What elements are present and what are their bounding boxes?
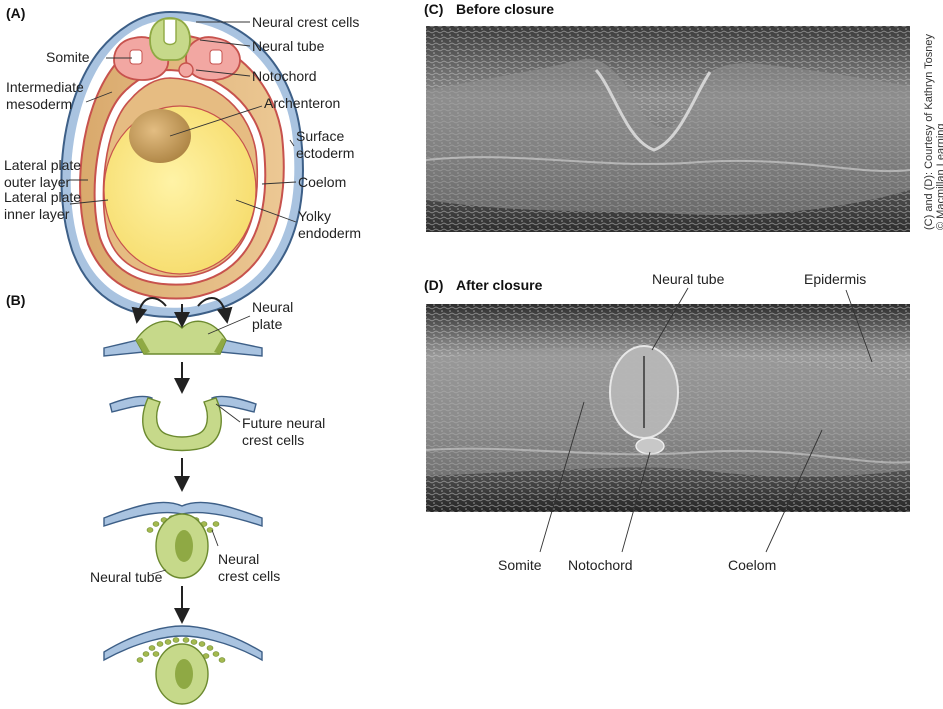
label-d-notochord: Notochord [568,557,633,573]
credit-line-1: (C) and (D): Courtesy of Kathryn Tosney [923,33,935,230]
leader-d-somite [539,401,585,553]
label-a-intermediate-1: Intermediate [6,79,84,95]
panel-a: (A) Neur [4,5,361,318]
panel-a-letter: (A) [6,5,25,21]
leader-a-tube [199,39,251,47]
b4-crest-cells [136,637,226,663]
b4-lumen [175,659,193,689]
panel-c-title: Before closure [456,1,554,17]
leader-d-epidermis [845,289,873,363]
sem-before-tissue [426,58,910,215]
label-a-yolk-1: Yolky [298,208,331,224]
panel-b-letter: (B) [6,292,25,308]
b1-ectoderm-right [219,339,263,357]
label-a-archenteron: Archenteron [264,95,340,111]
label-a-inner-1: Lateral plate [4,189,81,205]
label-a-notochord: Notochord [252,68,317,84]
label-b-tube: Neural tube [90,569,163,585]
sem-after-highlight [425,447,911,464]
label-d-coelom: Coelom [728,557,776,573]
neural-groove [163,20,177,46]
panel-c: (C) Before closure (C) and (D): Courtesy… [424,1,943,232]
leader-a-intermediate [85,91,113,103]
label-a-inner-2: inner layer [4,206,70,222]
b3-ectoderm [103,501,263,527]
leader-a-coelom [261,181,297,185]
panel-d-title: After closure [456,277,543,293]
label-b-future-2: crest cells [242,432,304,448]
b1-neural-plate [135,320,227,355]
panel-d-letter: (D) [424,277,443,293]
somite-left-cavity [129,49,143,65]
label-d-epidermis: Epidermis [804,271,866,287]
label-a-somite: Somite [46,49,90,65]
leader-a-yolk [235,199,297,223]
label-a-surface-1: Surface [296,128,344,144]
label-a-yolk-2: endoderm [298,225,361,241]
label-d-neural-tube: Neural tube [652,271,725,287]
leader-b-plate [207,315,251,335]
leader-d-coelom [765,429,823,553]
label-b-crest-1: Neural [218,551,259,567]
leader-d-notochord [621,451,651,553]
sem-before-groove [594,68,712,152]
somite-right-cavity [209,49,223,65]
b1-plate-edge-left [136,338,150,354]
label-a-neural-crest: Neural crest cells [252,14,359,30]
label-b-crest-2: crest cells [218,568,280,584]
leader-a-notochord [195,69,251,77]
leader-a-archenteron [169,105,263,137]
panel-d: (D) After closure Neural tube Epidermis … [424,271,911,573]
b1-plate-edge-right [214,338,226,354]
label-a-neural-tube: Neural tube [252,38,325,54]
b4-ectoderm [103,625,263,662]
leader-a-surface [289,139,295,147]
sem-after-notochord [635,437,665,455]
b3-lumen [175,530,193,562]
label-b-plate-1: Neural [252,299,293,315]
label-a-outer-2: outer layer [4,174,70,190]
b2-ectoderm-right [211,395,257,413]
label-a-outer-1: Lateral plate [4,157,81,173]
sem-before-highlight [425,156,911,173]
panel-b: (B) Neural plate Future neural crest cel… [6,292,325,705]
label-a-coelom: Coelom [298,174,346,190]
notochord-shape [178,62,194,78]
archenteron-shape [129,109,191,163]
label-b-future-1: Future neural [242,415,325,431]
credit-line-2: © Macmillan Learning [935,123,943,230]
leader-b-tube [151,569,167,575]
label-a-intermediate-2: mesoderm [6,96,72,112]
panel-c-letter: (C) [424,1,443,17]
leader-a-inner [69,199,109,205]
label-d-somite: Somite [498,557,542,573]
label-b-plate-2: plate [252,316,283,332]
leader-b-future [215,403,241,423]
b2-neural-groove [142,397,222,452]
leader-d-tube [651,287,689,351]
leader-b-crest [211,529,219,547]
curved-arrow-icon-right [197,297,233,324]
curved-arrow-icon-left [131,297,167,324]
label-a-surface-2: ectoderm [296,145,354,161]
